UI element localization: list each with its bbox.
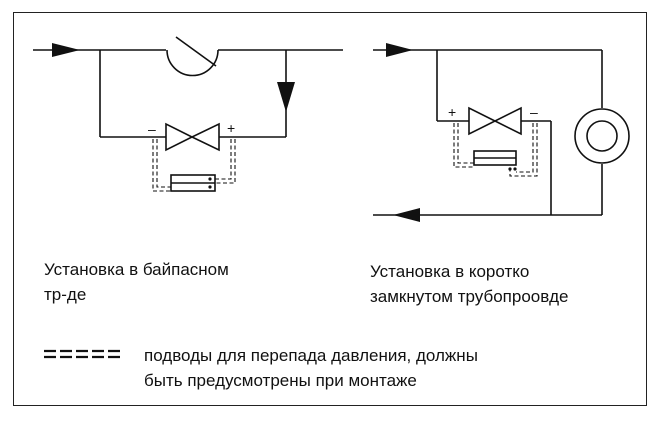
impulse-lines (453, 123, 538, 177)
valve-icon (468, 106, 522, 136)
short-circuit-diagram: + – (373, 43, 630, 222)
bypass-diagram: – + (33, 36, 343, 192)
legend-dashed-symbol (44, 349, 122, 359)
flow-arrow-left-icon (393, 208, 420, 222)
consumer-icon (574, 108, 630, 164)
caption-short-circuit: Установка в коротко замкнутом трубопроов… (370, 262, 569, 306)
controller-box-icon (170, 174, 216, 192)
flow-arrow-icon (386, 43, 413, 57)
caption-bypass: Установка в байпасном тр-де (44, 260, 229, 304)
valve-icon (165, 122, 220, 152)
flow-arrow-icon (52, 43, 80, 57)
legend-text: подводы для перепада давления, должны бы… (144, 346, 478, 390)
controller-box-icon (473, 150, 517, 171)
plus-sign: + (227, 120, 235, 136)
impulse-lines (152, 139, 236, 192)
figure-frame (13, 12, 647, 406)
flow-arrow-down-icon (277, 82, 295, 112)
minus-sign: – (148, 121, 156, 137)
minus-sign: – (530, 104, 538, 120)
plus-sign: + (448, 104, 456, 120)
pump-icon (166, 36, 219, 77)
